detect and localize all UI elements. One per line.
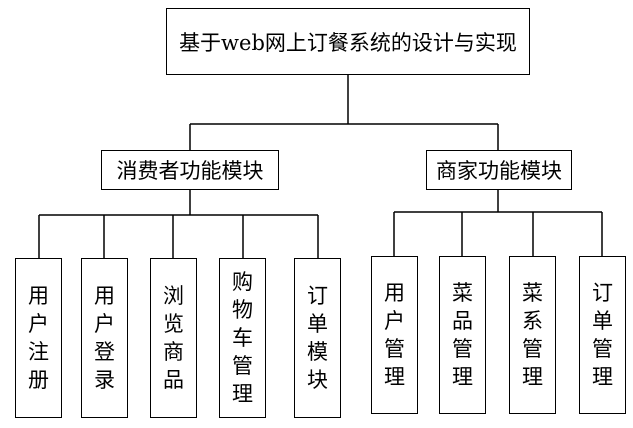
leaf-node: 菜 品 管 理 [439,256,486,414]
leaf-node: 用 户 管 理 [371,256,418,414]
leaf-node: 用 户 登 录 [81,258,128,418]
leaf-node-label: 菜 系 管 理 [522,281,543,389]
root-node-label: 基于web网上订餐系统的设计与实现 [179,30,517,55]
leaf-node: 订 单 管 理 [579,256,626,414]
leaf-node: 购 物 车 管 理 [219,258,266,418]
leaf-node-label: 用 户 注 册 [28,284,49,392]
leaf-node: 浏 览 商 品 [150,258,197,418]
leaf-node: 用 户 注 册 [15,258,62,418]
leaf-node-label: 订 单 模 块 [307,284,328,392]
leaf-node-label: 订 单 管 理 [592,281,613,389]
leaf-node-label: 用 户 管 理 [384,281,405,389]
leaf-node: 菜 系 管 理 [509,256,556,414]
group-node-label: 商家功能模块 [436,159,562,183]
group-node-consumer: 消费者功能模块 [101,150,279,190]
group-node-merchant: 商家功能模块 [426,150,572,190]
leaf-node: 订 单 模 块 [294,258,341,418]
leaf-node-label: 菜 品 管 理 [452,281,473,389]
group-node-label: 消费者功能模块 [116,159,264,183]
leaf-node-label: 浏 览 商 品 [163,284,184,392]
root-node: 基于web网上订餐系统的设计与实现 [166,8,530,75]
leaf-node-label: 用 户 登 录 [94,284,115,392]
leaf-node-label: 购 物 车 管 理 [232,270,253,406]
